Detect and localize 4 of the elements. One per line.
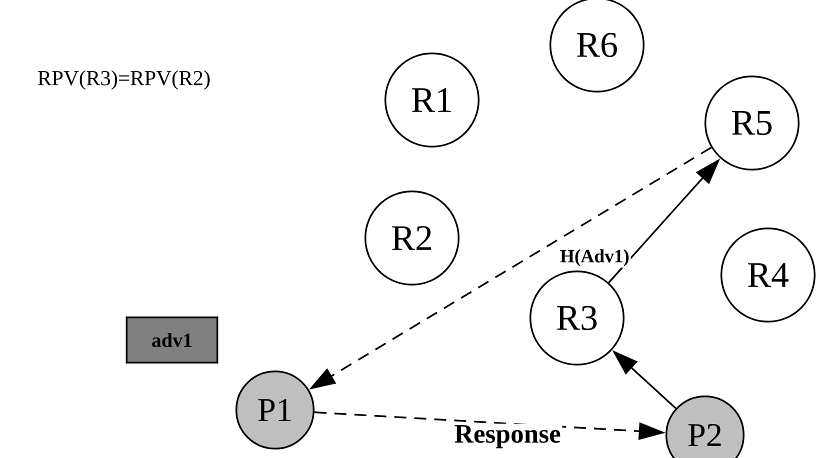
adversary-box: adv1: [126, 316, 218, 364]
edge-label: Response: [452, 424, 562, 450]
edge-label: H(Adv1): [558, 248, 631, 268]
equation-label: RPV(R3)=RPV(R2): [38, 70, 210, 90]
